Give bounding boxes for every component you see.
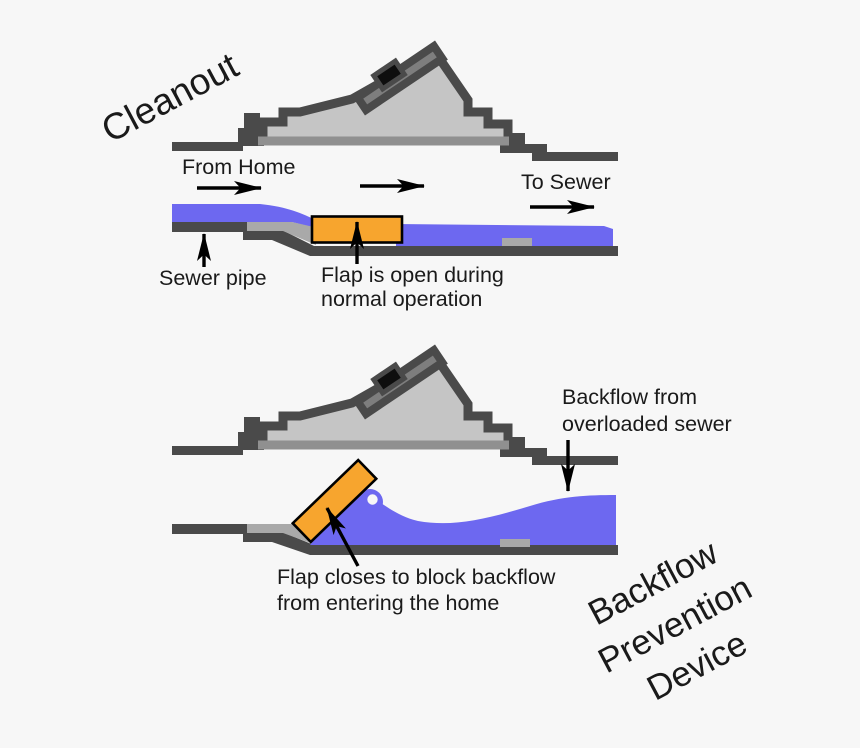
- bottom-diagram: [172, 350, 618, 567]
- from-home-label: From Home: [182, 155, 296, 179]
- pipe-step-right-top: [502, 238, 532, 246]
- sewer-pipe-bottom-wall-top: [172, 222, 618, 256]
- flap-closed-note: Flap closes to block backflow from enter…: [277, 564, 555, 616]
- flap-closed-note-line2: from entering the home: [277, 591, 500, 615]
- flap-open-note-line2: normal operation: [321, 286, 483, 311]
- cleanout-device-bottom: [172, 350, 618, 465]
- pipe-step-right-bottom: [500, 539, 530, 547]
- water-normal-flow: [172, 204, 613, 246]
- water-backflow: [310, 489, 616, 545]
- flap-open-note-line1: Flap is open during: [321, 263, 504, 287]
- wave-curl-hole: [367, 494, 378, 505]
- cleanout-device-top: [172, 46, 618, 161]
- to-sewer-label: To Sewer: [521, 170, 611, 194]
- backflow-note-line2: overloaded sewer: [562, 411, 732, 436]
- backflow-note-line1: Backflow from: [562, 385, 698, 409]
- sewer-pipe-bottom-wall-bottom: [172, 524, 618, 555]
- sewer-pipe-label: Sewer pipe: [159, 266, 267, 290]
- top-diagram: [172, 46, 618, 267]
- flap-closed-note-line1: Flap closes to block backflow: [277, 565, 556, 589]
- flap-closed-pointer-arrow: [325, 507, 360, 567]
- flap-open-note: Flap is open during normal operation: [321, 263, 504, 311]
- pipe-step-left-top: [247, 222, 316, 245]
- backflow-note: Backflow from overloaded sewer: [562, 384, 732, 437]
